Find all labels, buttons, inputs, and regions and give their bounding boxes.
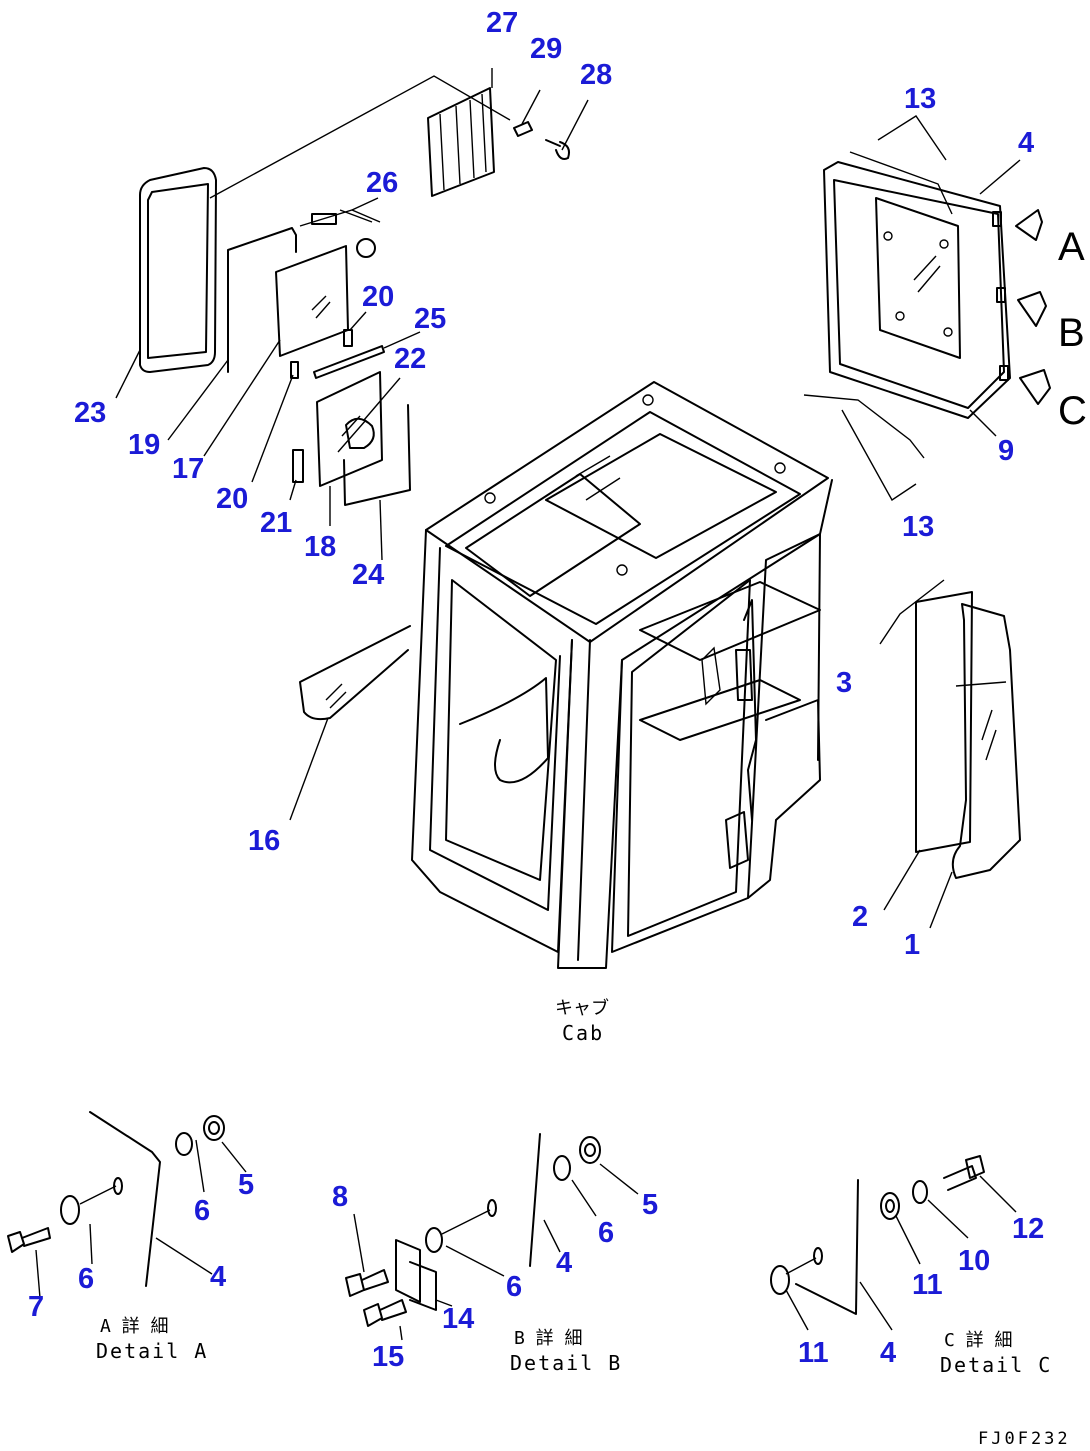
callout-20-lower: 20 <box>216 483 248 515</box>
door-window-panel <box>803 115 1051 502</box>
callout-8: 8 <box>332 1181 348 1213</box>
callout-18: 18 <box>304 531 336 563</box>
callout-21: 21 <box>260 507 292 539</box>
drawing-code: FJ0F232 <box>978 1429 1071 1449</box>
callout-23: 23 <box>74 397 106 429</box>
detail-a <box>7 1111 247 1299</box>
callout-6-detail-b-lower: 6 <box>506 1271 522 1303</box>
callout-29: 29 <box>530 33 562 65</box>
callout-20-upper: 20 <box>362 281 394 313</box>
callout-5-detail-a: 5 <box>238 1169 254 1201</box>
detail-b <box>345 1133 639 1341</box>
detail-a-label-en: Detail A <box>96 1339 208 1363</box>
callout-2: 2 <box>852 901 868 933</box>
side-glass-16 <box>289 625 411 821</box>
view-label-c: C <box>1058 389 1087 433</box>
callout-13-upper: 13 <box>904 83 936 115</box>
callout-17: 17 <box>172 453 204 485</box>
detail-c-label-en: Detail C <box>940 1353 1052 1377</box>
callouts: 27 29 28 26 20 25 22 23 19 17 20 21 18 2… <box>28 7 1044 1373</box>
callout-10: 10 <box>958 1245 990 1277</box>
view-label-a: A <box>1058 225 1085 269</box>
callout-16: 16 <box>248 825 280 857</box>
callout-3: 3 <box>836 667 852 699</box>
callout-22: 22 <box>394 343 426 375</box>
callout-11-upper: 11 <box>912 1269 943 1301</box>
detail-b-label-en: Detail B <box>510 1351 622 1375</box>
cab-frame <box>411 381 833 969</box>
callout-25: 25 <box>414 303 446 335</box>
callout-24: 24 <box>352 559 384 591</box>
callout-13-lower: 13 <box>902 511 934 543</box>
callout-11-lower: 11 <box>798 1337 829 1369</box>
callout-28: 28 <box>580 59 612 91</box>
detail-c <box>770 1155 1017 1331</box>
callout-19: 19 <box>128 429 160 461</box>
detail-a-label-jp: A 詳 細 <box>100 1316 169 1337</box>
callout-9: 9 <box>998 435 1014 467</box>
callout-4-panel: 4 <box>1018 127 1034 159</box>
callout-12: 12 <box>1012 1213 1044 1245</box>
cab-label-jp: キャブ <box>555 997 609 1019</box>
door-glass-1-2-3 <box>879 579 1021 929</box>
callout-6-detail-b-upper: 6 <box>598 1217 614 1249</box>
callout-1: 1 <box>904 929 920 961</box>
callout-26: 26 <box>366 167 398 199</box>
callout-6-detail-a-upper: 6 <box>194 1195 210 1227</box>
callout-6-detail-a-lower: 6 <box>78 1263 94 1295</box>
callout-5-detail-b: 5 <box>642 1189 658 1221</box>
callout-4-detail-b: 4 <box>556 1247 572 1279</box>
detail-b-label-jp: B 詳 細 <box>514 1328 583 1349</box>
cab-label-en: Cab <box>562 1021 604 1045</box>
callout-27: 27 <box>486 7 518 39</box>
callout-4-detail-a: 4 <box>210 1261 226 1293</box>
callout-4-detail-c: 4 <box>880 1337 896 1369</box>
callout-15: 15 <box>372 1341 404 1373</box>
detail-c-label-jp: C 詳 細 <box>944 1330 1013 1351</box>
rear-window-assembly <box>115 68 589 561</box>
callout-14: 14 <box>442 1303 474 1335</box>
view-label-b: B <box>1058 311 1085 355</box>
callout-7: 7 <box>28 1291 44 1323</box>
